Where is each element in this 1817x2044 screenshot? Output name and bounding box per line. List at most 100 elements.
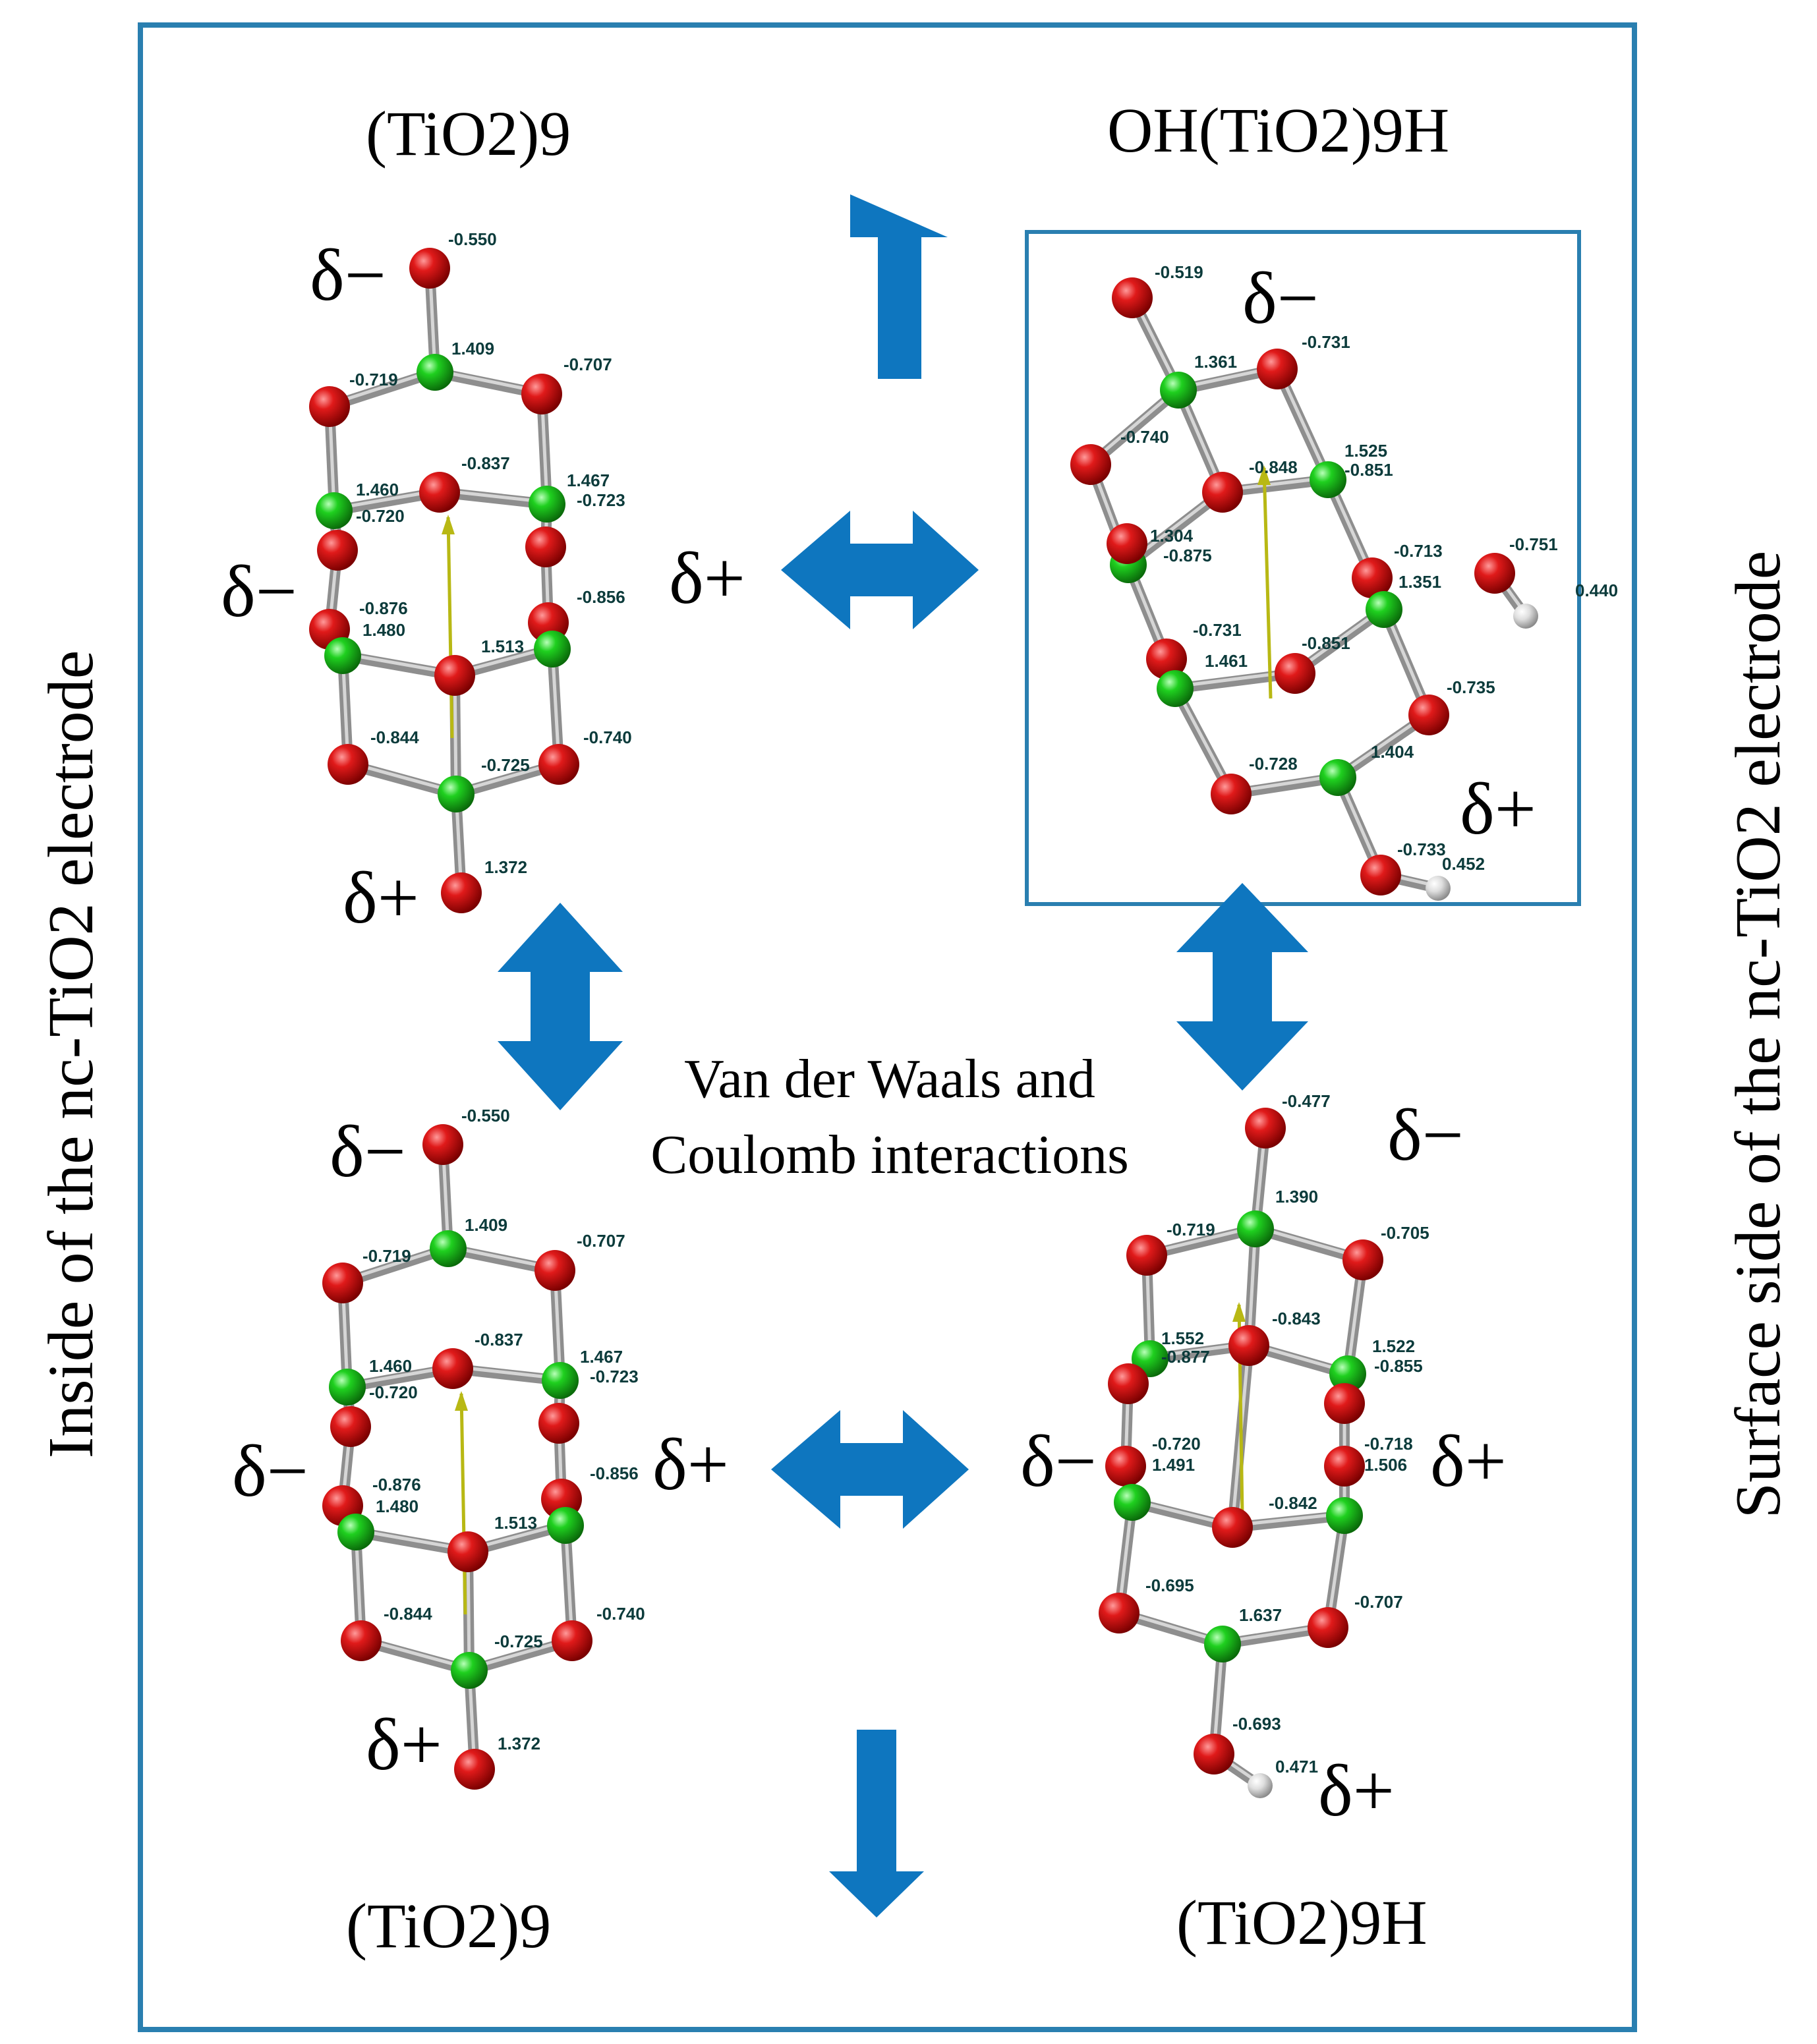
oxygen-atom: [1275, 653, 1315, 694]
horizontal-double-arrow-top: [781, 511, 979, 629]
oxygen-atom: [422, 1124, 463, 1165]
partial-charge-label: 1.361: [1194, 352, 1237, 372]
partial-charge-label: -0.719: [1167, 1220, 1215, 1239]
formula-bottom-left: (TiO2)9: [346, 1890, 551, 1961]
partial-charge-label: 1.513: [481, 637, 524, 656]
partial-charge-label: 1.491: [1152, 1455, 1195, 1475]
partial-charge-label: -0.723: [577, 490, 625, 510]
oxygen-atom: [322, 1263, 363, 1303]
hydrogen-atom: [1248, 1773, 1273, 1798]
oxygen-atom: [434, 655, 475, 696]
partial-charge-label: 1.506: [1364, 1455, 1407, 1475]
oxygen-atom: [538, 1403, 579, 1444]
oxygen-atom: [1212, 1507, 1253, 1548]
partial-charge-label: -0.728: [1249, 754, 1298, 774]
oxygen-atom: [1146, 639, 1187, 679]
oxygen-atom: [1107, 523, 1147, 564]
titanium-atom: [324, 637, 361, 674]
partial-charge-label: -0.707: [563, 355, 612, 374]
oxygen-atom: [534, 1250, 575, 1291]
partial-charge-label: -0.735: [1447, 677, 1495, 697]
titanium-atom: [1204, 1626, 1241, 1662]
titanium-atom: [1114, 1484, 1151, 1521]
hydrogen-atom: [1513, 604, 1538, 629]
outer-frame: [138, 22, 1637, 2032]
vertical-double-arrow-right: [1176, 883, 1308, 1091]
partial-charge-label: 1.522: [1372, 1336, 1415, 1356]
partial-charge-label: 1.525: [1344, 441, 1387, 461]
delta-minus-bottom-right-top: δ−: [1387, 1094, 1464, 1176]
oxygen-atom: [1474, 553, 1515, 594]
partial-charge-label: -0.851: [1302, 633, 1350, 653]
partial-charge-label: 1.513: [494, 1513, 537, 1533]
cluster-bottom-left: -0.5501.409-0.707-0.719-0.8371.4671.460-…: [322, 1106, 645, 1790]
oxygen-atom: [1126, 1235, 1167, 1276]
delta-plus-bottom-right-side: δ+: [1430, 1421, 1507, 1502]
titanium-atom: [1319, 759, 1356, 796]
delta-plus-bottom-center: δ+: [652, 1424, 729, 1506]
oxygen-atom: [1112, 277, 1153, 318]
formula-top-left: (TiO2)9: [366, 98, 571, 169]
partial-charge-label: 1.409: [451, 339, 494, 358]
cluster-top-right: -0.519-0.7311.361-0.740-0.8481.525-0.851…: [1070, 262, 1618, 901]
horizontal-double-arrow-bottom: [771, 1410, 969, 1529]
titanium-atom: [534, 631, 571, 667]
formula-bottom-right: (TiO2)9H: [1176, 1887, 1428, 1958]
interaction-caption-line1: Van der Waals and: [684, 1048, 1095, 1110]
partial-charge-label: 1.467: [580, 1347, 623, 1367]
partial-charge-label: 1.460: [356, 480, 399, 499]
delta-minus-top-right-top: δ−: [1242, 258, 1319, 339]
delta-minus-bottom-right-side: δ−: [1020, 1421, 1097, 1502]
oxygen-atom: [552, 1620, 592, 1661]
oxygen-atom: [1202, 472, 1243, 513]
partial-charge-label: 1.637: [1239, 1605, 1282, 1625]
delta-plus-top-left-bottom: δ+: [343, 857, 419, 939]
titanium-atom: [1329, 1355, 1366, 1392]
partial-charge-label: -0.720: [369, 1382, 418, 1402]
delta-plus-bottom-right-bottom: δ+: [1318, 1750, 1395, 1832]
oxygen-atom: [1324, 1446, 1365, 1487]
delta-plus-top-right-bottom: δ+: [1460, 768, 1536, 850]
oxygen-atom: [341, 1620, 382, 1661]
oxygen-atom: [1070, 444, 1111, 485]
titanium-atom: [529, 486, 565, 523]
partial-charge-label: -0.855: [1374, 1356, 1423, 1376]
partial-charge-label: -0.851: [1344, 460, 1393, 480]
vertical-double-arrow-left: [498, 903, 623, 1110]
partial-charge-label: -0.876: [372, 1475, 421, 1494]
partial-charge-label: -0.876: [359, 598, 408, 618]
oxygen-atom: [1245, 1108, 1286, 1149]
oxygen-atom: [447, 1531, 488, 1572]
hydrogen-atom: [1426, 876, 1451, 901]
partial-charge-label: 1.372: [484, 857, 527, 877]
oxygen-atom: [1342, 1239, 1383, 1280]
oxygen-atom: [330, 1406, 371, 1447]
partial-charge-label: -0.707: [1354, 1592, 1403, 1612]
oxygen-atom: [1352, 557, 1393, 598]
partial-charge-label: -0.740: [583, 727, 632, 747]
partial-charge-label: -0.843: [1272, 1309, 1321, 1328]
partial-charge-label: -0.875: [1163, 546, 1212, 565]
partial-charge-label: 0.452: [1442, 854, 1485, 874]
partial-charge-label: 1.552: [1161, 1328, 1204, 1348]
oxygen-atom: [1360, 855, 1401, 895]
delta-minus-top-left-side: δ−: [221, 551, 297, 633]
titanium-atom: [438, 776, 475, 812]
partial-charge-label: -0.856: [577, 587, 625, 607]
formula-top-right: OH(TiO2)9H: [1107, 95, 1449, 165]
oxygen-atom: [525, 526, 566, 567]
up-arrow: [850, 194, 948, 379]
oxygen-atom: [1408, 695, 1449, 735]
down-arrow: [829, 1730, 924, 1917]
titanium-atom: [1160, 372, 1197, 409]
partial-charge-label: -0.751: [1509, 534, 1558, 554]
partial-charge-label: -0.844: [384, 1604, 432, 1624]
dipole-arrowhead: [455, 1391, 468, 1411]
titanium-atom: [337, 1514, 374, 1550]
titanium-atom: [451, 1652, 488, 1689]
partial-charge-label: -0.550: [448, 229, 497, 249]
oxygen-atom: [419, 472, 460, 513]
titanium-atom: [1157, 670, 1194, 707]
partial-charge-label: -0.695: [1145, 1576, 1194, 1595]
right-side-label: Surface side of the nc-TiO2 electrode: [1723, 551, 1794, 1519]
